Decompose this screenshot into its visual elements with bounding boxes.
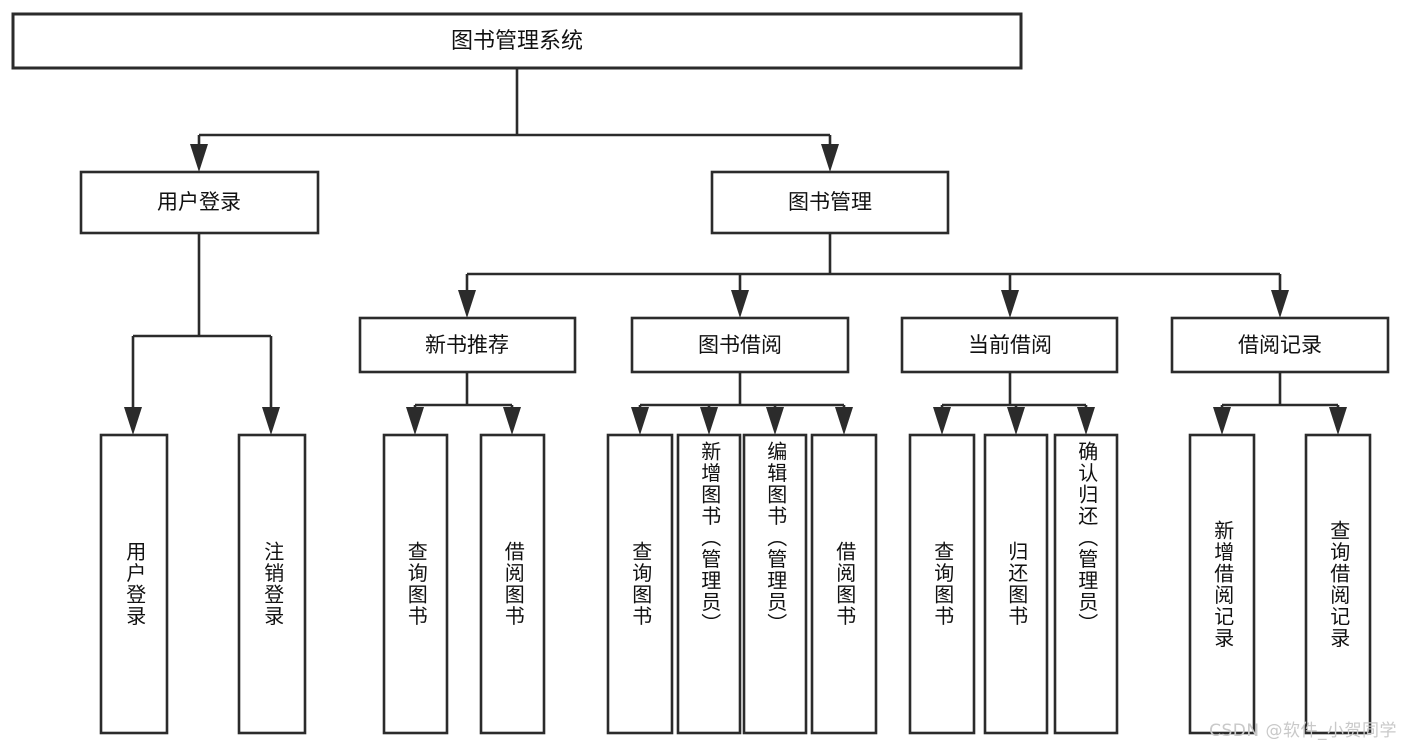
arrowhead-book-borrow-leaf-0 (631, 407, 649, 435)
current-borrow-node-box (900, 316, 1119, 374)
leaf-box-new-book-1[interactable] (479, 433, 546, 735)
leaf-box-current-borrow-0[interactable] (908, 433, 976, 735)
node-root-book-management-system[interactable]: 图书管理系统 (11, 12, 1023, 70)
arrowhead-borrow-record-leaf-0 (1213, 407, 1231, 435)
book-borrow-node-box (630, 316, 850, 374)
arrowhead-book-borrow-leaf-2 (766, 407, 784, 435)
leaf-box-book-borrow-3[interactable] (810, 433, 878, 735)
leaf-box-current-borrow-2[interactable] (1053, 433, 1119, 735)
arrowhead-bm-to-book-borrow (731, 290, 749, 318)
borrow-record-node-box (1170, 316, 1390, 374)
arrowhead-current-borrow-leaf-2 (1077, 407, 1095, 435)
arrowhead-new-book-leaf-0 (406, 407, 424, 435)
book-management-node-box (710, 170, 950, 235)
node-new-book-recommend[interactable]: 新书推荐 (358, 316, 577, 374)
arrowhead-book-borrow-leaf-1 (700, 407, 718, 435)
node-book-management[interactable]: 图书管理 (710, 170, 950, 235)
leaf-box-current-borrow-1[interactable] (983, 433, 1049, 735)
node-current-borrow[interactable]: 当前借阅 (900, 316, 1119, 374)
arrowhead-book-borrow-leaf-3 (835, 407, 853, 435)
leaf-box-user-login-1[interactable] (237, 433, 307, 735)
book-borrow-node-label: 图书借阅 (698, 333, 782, 357)
arrowhead-root-to-book-manage (821, 144, 839, 172)
arrowhead-bm-to-current-borrow (1001, 290, 1019, 318)
arrowhead-root-to-user-login (190, 144, 208, 172)
user-login-node-label: 用户登录 (157, 190, 241, 214)
leaf-box-book-borrow-2[interactable] (742, 433, 808, 735)
arrowhead-bm-to-borrow-record (1271, 290, 1289, 318)
arrowhead-user-login-leaf-1 (262, 407, 280, 435)
node-book-borrow[interactable]: 图书借阅 (630, 316, 850, 374)
leaf-box-book-borrow-0[interactable] (606, 433, 674, 735)
arrowhead-new-book-leaf-1 (503, 407, 521, 435)
borrow-record-node-label: 借阅记录 (1238, 333, 1322, 357)
arrowhead-borrow-record-leaf-1 (1329, 407, 1347, 435)
leaf-box-new-book-0[interactable] (382, 433, 449, 735)
book-management-node-label: 图书管理 (788, 190, 872, 214)
new-book-recommend-node-box (358, 316, 577, 374)
leaf-box-user-login-0[interactable] (99, 433, 169, 735)
leaf-box-borrow-record-0[interactable] (1188, 433, 1256, 735)
current-borrow-node-label: 当前借阅 (968, 333, 1052, 357)
node-user-login[interactable]: 用户登录 (79, 170, 320, 235)
leaf-box-borrow-record-1[interactable] (1304, 433, 1372, 735)
root-node-label: 图书管理系统 (451, 29, 583, 54)
new-book-recommend-node-label: 新书推荐 (425, 333, 509, 357)
leaf-box-book-borrow-1[interactable] (676, 433, 742, 735)
root-node-box (11, 12, 1023, 70)
node-borrow-record[interactable]: 借阅记录 (1170, 316, 1390, 374)
arrowhead-current-borrow-leaf-0 (933, 407, 951, 435)
arrowhead-bm-to-new-book (458, 290, 476, 318)
arrowhead-user-login-leaf-0 (124, 407, 142, 435)
arrowhead-current-borrow-leaf-1 (1007, 407, 1025, 435)
